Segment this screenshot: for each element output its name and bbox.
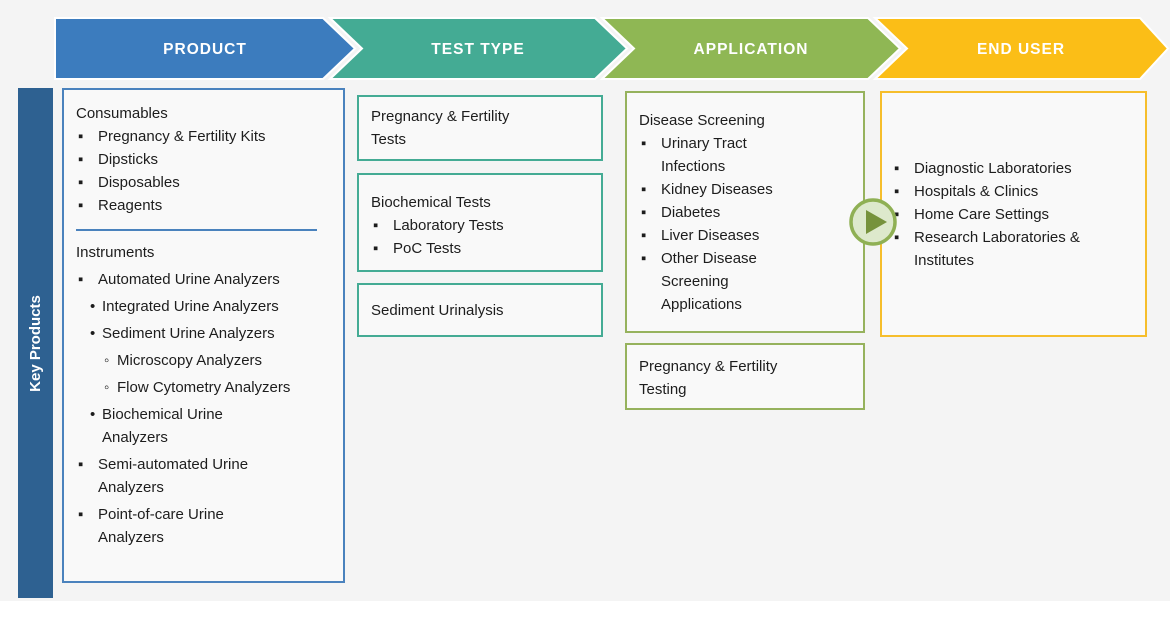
header-arrow-test-type xyxy=(327,17,629,80)
header-label-test-type: TEST TYPE xyxy=(431,41,524,58)
instruments-title: Instruments xyxy=(76,244,155,261)
consumables-title: Consumables xyxy=(76,105,168,122)
list-item: Point-of-care Urine Analyzers xyxy=(76,503,263,549)
product-box: Consumables Pregnancy & Fertility Kits D… xyxy=(62,88,345,583)
list-item: PoC Tests xyxy=(371,237,591,260)
list-item: Dipsticks xyxy=(76,148,333,171)
list-item: Reagents xyxy=(76,194,333,217)
play-icon[interactable] xyxy=(847,196,899,248)
test-type-box-sediment-urinalysis: Sediment Urinalysis xyxy=(357,283,603,337)
list-item: Automated Urine Analyzers xyxy=(76,268,333,291)
header-arrow-row: PRODUCT TEST TYPE APPLICATION END USER xyxy=(54,17,1170,80)
list-item: Laboratory Tests xyxy=(371,214,591,237)
instruments-list: Automated Urine Analyzers Integrated Uri… xyxy=(76,268,333,549)
application-box-disease-screening: Disease Screening Urinary Tract Infectio… xyxy=(625,91,865,333)
list-item: Other Disease Screening Applications xyxy=(639,247,781,316)
list-item: Home Care Settings xyxy=(892,203,1135,226)
list-item: Research Laboratories & Institutes xyxy=(892,226,1099,272)
application-box-pregnancy-fertility-testing: Pregnancy & Fertility Testing xyxy=(625,343,865,410)
product-divider xyxy=(76,229,317,231)
box-title: Biochemical Tests xyxy=(371,194,491,211)
list-item: Flow Cytometry Analyzers xyxy=(76,376,333,399)
test-type-box-biochemical-tests: Biochemical Tests Laboratory Tests PoC T… xyxy=(357,173,603,272)
key-products-label: Key Products xyxy=(27,294,45,392)
list-item: Diagnostic Laboratories xyxy=(892,157,1135,180)
list-item: Liver Diseases xyxy=(639,224,853,247)
disease-screening-list: Urinary Tract Infections Kidney Diseases… xyxy=(639,132,853,316)
test-type-box-pregnancy-fertility-tests: Pregnancy & Fertility Tests xyxy=(357,95,603,161)
header-label-end-user: END USER xyxy=(977,41,1065,58)
header-arrow-application xyxy=(599,17,902,80)
box-title: Pregnancy & Fertility Testing xyxy=(639,358,778,398)
end-user-box: Diagnostic Laboratories Hospitals & Clin… xyxy=(880,91,1147,337)
key-products-bar: Key Products xyxy=(18,88,53,598)
end-user-list: Diagnostic Laboratories Hospitals & Clin… xyxy=(892,157,1135,272)
list-item: Pregnancy & Fertility Kits xyxy=(76,125,333,148)
list-item: Sediment Urine Analyzers xyxy=(76,322,333,345)
list-item: Biochemical Urine Analyzers xyxy=(76,403,267,449)
header-arrow-product xyxy=(54,17,357,80)
header-label-product: PRODUCT xyxy=(163,41,247,58)
list-item: Diabetes xyxy=(639,201,853,224)
list-item: Integrated Urine Analyzers xyxy=(76,295,333,318)
list-item: Semi-automated Urine Analyzers xyxy=(76,453,263,499)
box-title: Disease Screening xyxy=(639,112,765,129)
list-item: Disposables xyxy=(76,171,333,194)
box-title: Pregnancy & Fertility Tests xyxy=(371,108,510,148)
header-arrow-end-user xyxy=(872,17,1170,80)
list-item: Kidney Diseases xyxy=(639,178,853,201)
consumables-list: Pregnancy & Fertility Kits Dipsticks Dis… xyxy=(76,125,333,217)
box-title: Sediment Urinalysis xyxy=(371,301,504,319)
list-item: Microscopy Analyzers xyxy=(76,349,333,372)
biochemical-tests-list: Laboratory Tests PoC Tests xyxy=(371,214,591,260)
list-item: Hospitals & Clinics xyxy=(892,180,1135,203)
list-item: Urinary Tract Infections xyxy=(639,132,791,178)
header-label-application: APPLICATION xyxy=(694,41,809,58)
